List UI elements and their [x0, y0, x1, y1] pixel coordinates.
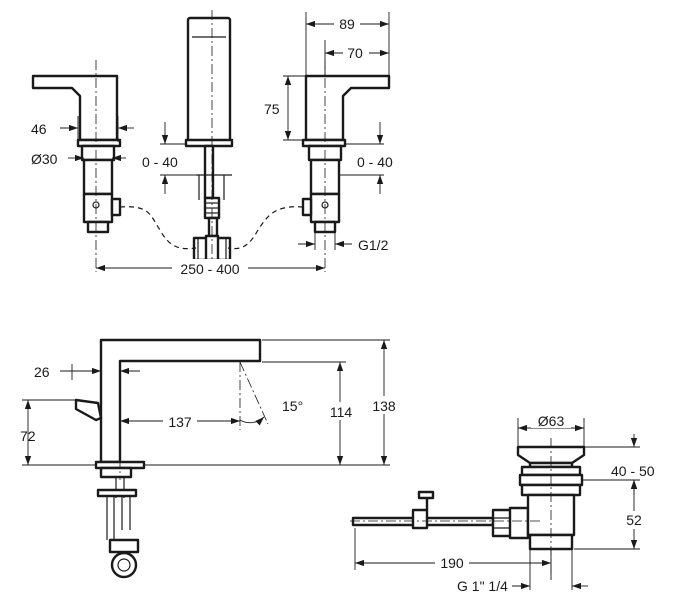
dim-g1-1-4: G 1" 1/4 [457, 578, 508, 594]
dim-g1-2: G1/2 [358, 237, 389, 253]
dim-52: 52 [626, 512, 642, 528]
dim-75: 75 [264, 101, 280, 117]
dim-46: 46 [31, 121, 47, 137]
side-lever [74, 398, 103, 422]
dim-26: 26 [34, 364, 50, 380]
dim-dia30: Ø30 [31, 151, 58, 167]
dim-250-400: 250 - 400 [180, 261, 239, 277]
dim-89: 89 [339, 16, 355, 32]
right-hose [227, 206, 304, 250]
dim-72: 72 [20, 428, 36, 444]
left-handle [31, 60, 122, 272]
dim-114: 114 [330, 404, 353, 420]
central-spout [184, 10, 234, 262]
dim-0-40-right: 0 - 40 [357, 154, 393, 170]
dim-0-40-left: 0 - 40 [142, 154, 178, 170]
dim-dia63: Ø63 [538, 413, 565, 429]
spout-body [99, 338, 262, 464]
dim-190: 190 [440, 555, 464, 571]
dim-137: 137 [168, 414, 192, 430]
dim-70: 70 [347, 45, 363, 61]
popup-waste-view: Ø63 40 - 50 52 190 G 1" 1/4 [350, 412, 655, 594]
top-view: 89 70 75 46 Ø30 0 - 40 0 - 40 [31, 10, 393, 277]
right-handle [301, 60, 391, 272]
dim-40-50: 40 - 50 [611, 463, 655, 479]
side-view: 26 72 137 15° 114 138 [20, 338, 399, 579]
dim-15-degrees: 15° [282, 398, 303, 414]
dim-138: 138 [372, 398, 396, 414]
left-hose [119, 206, 197, 250]
